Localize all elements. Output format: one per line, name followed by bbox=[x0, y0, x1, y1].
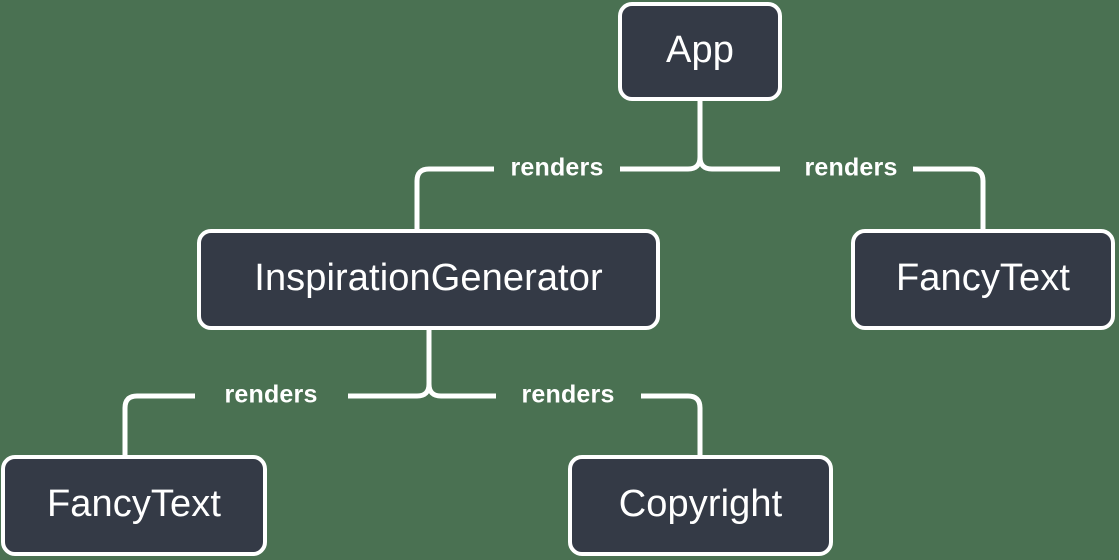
node-copyright[interactable]: Copyright bbox=[568, 455, 833, 556]
edge-app-to-fancytext-right bbox=[913, 166, 986, 229]
edge-app-stem bbox=[620, 101, 703, 172]
node-fancytext-left[interactable]: FancyText bbox=[1, 455, 267, 556]
edge-app-to-inspiration-generator bbox=[414, 166, 494, 229]
node-label-fancytext-left: FancyText bbox=[46, 483, 222, 525]
edge-inspiration-generator-stem-right bbox=[426, 383, 496, 399]
node-fancytext-right[interactable]: FancyText bbox=[851, 229, 1115, 330]
edge-app-stem-right bbox=[697, 156, 780, 172]
edge-inspiration-generator-stem bbox=[348, 330, 432, 399]
edge-inspiration-generator-to-copyright bbox=[641, 393, 703, 455]
node-label-copyright: Copyright bbox=[618, 483, 783, 525]
edge-label-app-to-fancytext-right: renders bbox=[804, 153, 898, 182]
edge-label-inspiration-generator-to-copyright: renders bbox=[521, 380, 615, 409]
node-label-app: App bbox=[666, 29, 734, 71]
node-inspiration-generator[interactable]: InspirationGenerator bbox=[197, 229, 660, 330]
node-app[interactable]: App bbox=[618, 2, 782, 101]
edge-label-app-to-inspiration-generator: renders bbox=[510, 153, 604, 182]
edge-inspiration-generator-to-fancytext-left bbox=[122, 393, 195, 455]
edge-label-inspiration-generator-to-fancytext-left: renders bbox=[224, 380, 318, 409]
node-label-fancytext-right: FancyText bbox=[895, 257, 1071, 299]
node-label-inspiration-generator: InspirationGenerator bbox=[254, 257, 603, 299]
